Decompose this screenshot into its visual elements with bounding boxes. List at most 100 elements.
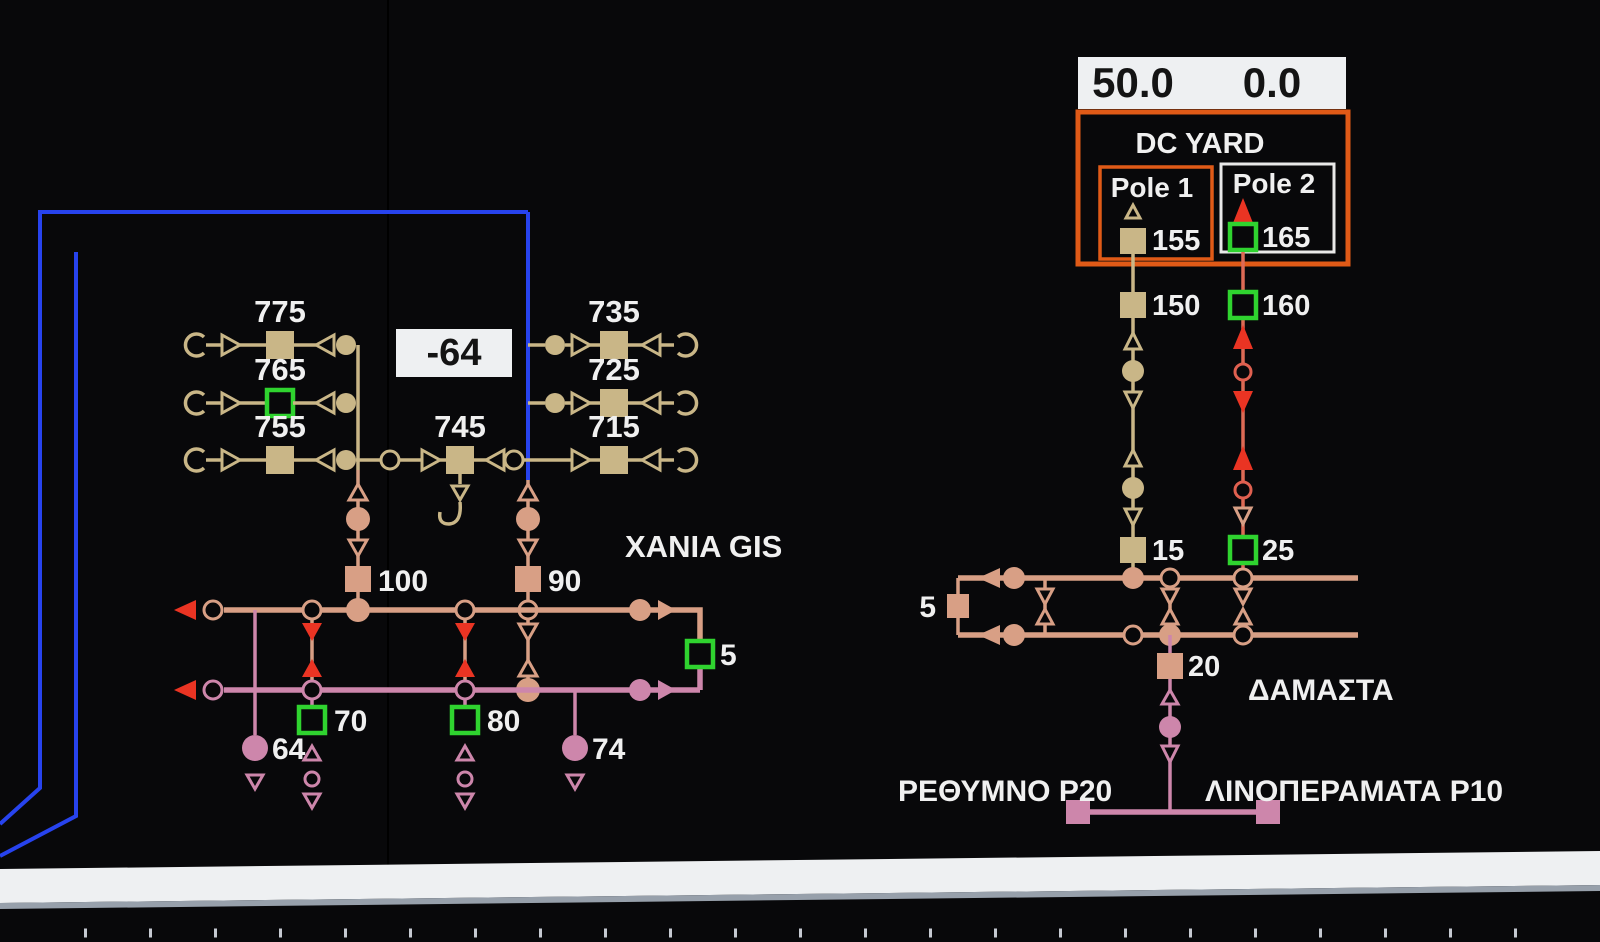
measurement-panel <box>396 329 512 377</box>
valve-up-icon <box>1122 329 1144 351</box>
alarm-valve-up-icon <box>1233 325 1253 349</box>
breaker-715[interactable] <box>600 446 628 474</box>
flow-arrow-icon <box>420 447 444 473</box>
node-icon <box>346 507 370 531</box>
feeder-row-755-745-715: 755 745 715 <box>183 409 699 526</box>
damasta-buses: 5 <box>919 567 1358 646</box>
node-open-icon <box>202 599 224 621</box>
feeder-node-74[interactable] <box>562 735 588 761</box>
flow-arrow-icon <box>220 332 244 358</box>
dc-values-panel <box>1078 57 1346 109</box>
node-icon <box>1122 360 1144 382</box>
valve-up-icon <box>454 742 476 762</box>
breaker-745[interactable] <box>446 446 474 474</box>
device-label-64: 64 <box>272 733 306 766</box>
bus-junction-open-icon <box>1232 624 1254 646</box>
line-terminal-rethymno[interactable] <box>1066 800 1090 824</box>
valve-up-icon <box>1159 686 1181 706</box>
device-label-25: 25 <box>1262 535 1294 567</box>
pole1-label: Pole 1 <box>1111 172 1193 203</box>
device-label-74: 74 <box>592 733 626 766</box>
flow-arrow-icon <box>570 447 594 473</box>
breaker-755[interactable] <box>266 446 294 474</box>
device-label-15: 15 <box>1152 535 1184 567</box>
feeder-row-775-735: 775 735 <box>183 294 699 359</box>
node-open-icon <box>303 770 321 788</box>
bus-junction-open-icon <box>454 599 476 621</box>
bus-junction-open-icon <box>301 599 323 621</box>
valve-down-icon <box>1159 587 1181 608</box>
screen-bezel <box>0 851 1600 938</box>
alarm-valve-up-icon <box>302 659 322 677</box>
feeder-row-765-725: 765 725 <box>183 352 699 419</box>
alarm-valve-down-icon <box>302 623 322 641</box>
bus-coupler-5-open[interactable] <box>684 638 716 670</box>
station-name-xania: XANIA GIS <box>625 529 782 564</box>
measurement-value: -64 <box>427 332 482 374</box>
node-open-icon <box>503 449 525 471</box>
node-icon <box>1003 567 1025 589</box>
valve-up-icon <box>301 742 323 762</box>
blue-line-inner <box>0 252 78 858</box>
bay-label-715: 715 <box>588 409 640 444</box>
breaker-155[interactable] <box>1120 228 1146 254</box>
breaker-80-open[interactable] <box>449 704 481 736</box>
breaker-775[interactable] <box>266 331 294 359</box>
bus-junction-open-icon <box>1159 567 1181 589</box>
disconnector-hook-icon <box>183 332 206 358</box>
column-90: 90 <box>515 480 581 702</box>
alarm-valve-up-icon <box>1233 446 1253 470</box>
breaker-150[interactable] <box>1120 292 1146 318</box>
valve-down-icon <box>454 792 476 812</box>
breaker-70-open[interactable] <box>296 704 328 736</box>
earth-hook-icon <box>437 501 463 526</box>
dc-yard-title: DC YARD <box>1136 128 1265 160</box>
valve-down-icon <box>346 538 370 560</box>
valve-down-icon <box>564 773 586 793</box>
feeder-node-64[interactable] <box>242 735 268 761</box>
node-open-icon <box>202 679 224 701</box>
device-label-20: 20 <box>1188 651 1220 683</box>
breaker-15[interactable] <box>1120 537 1146 563</box>
flow-arrow-icon <box>312 390 336 416</box>
node-icon <box>545 335 565 355</box>
breaker-90[interactable] <box>515 566 541 592</box>
earth-arrow-icon <box>449 484 471 504</box>
node-icon <box>629 679 651 701</box>
breaker-725[interactable] <box>600 389 628 417</box>
valve-up-icon <box>346 480 370 502</box>
bus-junction-open-icon <box>454 679 476 701</box>
line-terminal-linoperamata[interactable] <box>1256 800 1280 824</box>
flow-arrow-icon <box>220 447 244 473</box>
station-name-damasta: ΔΑΜΑΣΤΑ <box>1248 674 1394 707</box>
screen-seam <box>387 0 389 870</box>
outgoing-arrow-icon <box>174 680 196 700</box>
bezel-shadow <box>0 885 1600 909</box>
alarm-arrow-icon <box>1233 198 1253 223</box>
node-icon <box>629 599 651 621</box>
node-icon <box>336 393 356 413</box>
breaker-25-open[interactable] <box>1227 534 1259 566</box>
node-open-icon <box>1233 480 1253 500</box>
breaker-735[interactable] <box>600 331 628 359</box>
node-icon <box>1122 477 1144 499</box>
device-label-150: 150 <box>1152 290 1200 322</box>
valve-down-icon <box>1122 390 1144 412</box>
valve-up-icon <box>1232 605 1254 626</box>
device-label-100: 100 <box>378 565 428 598</box>
valve-up-icon <box>516 656 540 678</box>
alarm-valve-down-icon <box>1233 391 1253 413</box>
breaker-160-open[interactable] <box>1227 289 1259 321</box>
breaker-20[interactable] <box>1157 653 1183 679</box>
valve-down-icon <box>1232 506 1254 528</box>
flow-arrow-icon <box>978 625 1000 645</box>
bus-bridge-5[interactable] <box>947 594 969 618</box>
breaker-165-open[interactable] <box>1227 221 1259 253</box>
bus-junction-open-icon <box>301 679 323 701</box>
valve-down-icon <box>1159 744 1181 766</box>
breaker-100[interactable] <box>345 566 371 592</box>
valve-down-icon <box>244 773 266 793</box>
node-icon <box>545 393 565 413</box>
valve-up-icon <box>516 480 540 502</box>
